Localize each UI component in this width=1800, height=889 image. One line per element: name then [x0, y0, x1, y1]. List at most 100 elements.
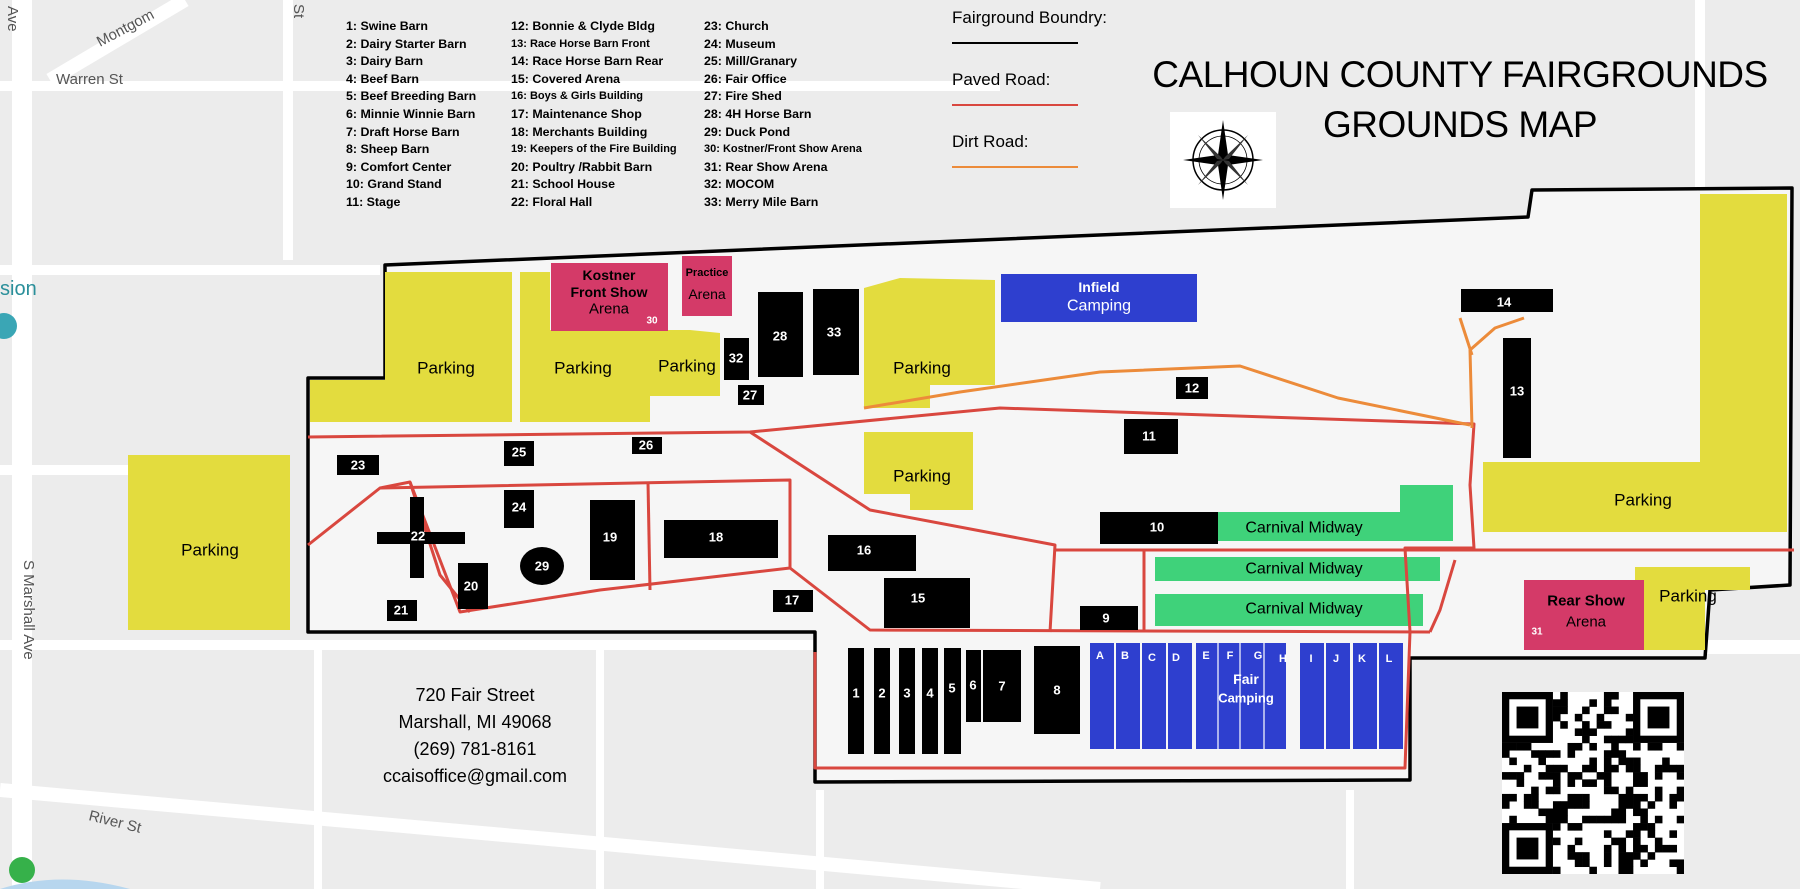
building-number: 15	[911, 591, 925, 606]
parking-label: Parking	[1659, 587, 1717, 606]
parking-lot	[128, 455, 290, 630]
building-2	[874, 648, 890, 754]
building-number: 9	[1102, 611, 1109, 626]
street-names: Montgom Warren St S Marshall Ave River S…	[0, 4, 307, 837]
legend-item: 7: Draft Horse Barn	[346, 124, 460, 139]
qr-module	[1560, 721, 1568, 729]
qr-module	[1633, 742, 1641, 751]
camping-letter: J	[1333, 653, 1339, 665]
parking-lot	[864, 278, 995, 408]
camping-letter: H	[1279, 653, 1287, 665]
qr-module	[1676, 866, 1685, 875]
kostner-front-show-arena	[551, 263, 668, 331]
legend-item: 5: Beef Breeding Barn	[346, 89, 477, 104]
qr-code[interactable]	[1502, 692, 1685, 875]
qr-module	[1625, 786, 1634, 795]
address-email[interactable]: ccaisoffice@gmail.com	[383, 766, 567, 786]
legend-item: 2: Dairy Starter Barn	[346, 36, 467, 51]
qr-module	[1662, 764, 1670, 773]
qr-module	[1538, 808, 1546, 817]
rear-show-label-1: Rear Show	[1547, 593, 1625, 610]
midway-label: Carnival Midway	[1245, 520, 1362, 537]
qr-module	[1582, 764, 1590, 773]
infield-label-2: Camping	[1067, 298, 1131, 315]
building-number: 18	[709, 530, 723, 545]
camping-letter: G	[1254, 650, 1263, 662]
qr-module	[1560, 808, 1568, 817]
building-32	[724, 338, 749, 380]
legend-item: 28: 4H Horse Barn	[704, 106, 812, 121]
building-number: 6	[969, 678, 976, 693]
qr-module	[1640, 793, 1648, 802]
qr-module	[1669, 859, 1678, 868]
parking-lot	[1483, 194, 1787, 532]
legend-item: 4: Beef Barn	[346, 71, 419, 86]
qr-module	[1603, 757, 1612, 766]
qr-module	[1647, 801, 1656, 809]
qr-module	[1545, 786, 1554, 795]
legend-item: 17: Maintenance Shop	[511, 106, 642, 121]
camping-letters: A B C D E F G H I J K L	[1096, 650, 1393, 665]
parking-lot	[310, 272, 512, 422]
qr-module	[1545, 815, 1554, 824]
midway-label: Carnival Midway	[1245, 601, 1362, 618]
rear-show-number: 31	[1531, 627, 1543, 638]
camping-letter: K	[1358, 653, 1366, 665]
qr-module	[1603, 859, 1612, 868]
building-16	[828, 535, 916, 571]
qr-module	[1603, 699, 1612, 707]
qr-module	[1516, 742, 1525, 751]
building-number: 23	[351, 458, 365, 473]
building-number: 19	[603, 530, 617, 545]
legend-item: 23: Church	[704, 19, 769, 33]
kostner-label-3: Arena	[589, 301, 630, 318]
kostner-label-2: Front Show	[571, 284, 648, 300]
qr-module	[1531, 786, 1539, 795]
qr-module	[1582, 815, 1590, 824]
midway-zone	[1218, 485, 1453, 541]
parking-zones	[128, 194, 1787, 650]
qr-module	[1676, 764, 1685, 773]
building-number: 16	[857, 543, 871, 558]
qr-module	[1640, 859, 1648, 868]
midway-zone	[1155, 594, 1423, 626]
address-phone[interactable]: (269) 781-8161	[413, 739, 537, 759]
title-line-2: GROUNDS MAP	[1322, 104, 1598, 145]
qr-module	[1509, 772, 1517, 780]
infield-camping	[1001, 274, 1197, 322]
qr-module	[1502, 793, 1510, 802]
qr-module	[1603, 844, 1612, 853]
building-29-duck-pond	[520, 547, 564, 585]
compass-drawing	[1183, 120, 1263, 200]
kostner-label-1: Kostner	[583, 267, 636, 283]
legend-item: 31: Rear Show Arena	[704, 159, 828, 174]
building-3	[899, 648, 915, 754]
qr-module	[1669, 793, 1678, 802]
qr-module	[1560, 699, 1568, 707]
building-number: 22	[411, 529, 425, 544]
practice-label-2: Arena	[688, 286, 726, 302]
qr-module	[1509, 793, 1517, 802]
building-24	[504, 490, 534, 528]
parking-lot	[1635, 567, 1750, 650]
qr-module	[1633, 793, 1641, 802]
building-7	[983, 650, 1021, 722]
parking-lot	[864, 432, 973, 510]
qr-module	[1538, 750, 1546, 758]
qr-module	[1552, 815, 1561, 824]
parking-label: Parking	[181, 541, 239, 560]
qr-module	[1603, 786, 1612, 795]
building-number: 24	[512, 500, 527, 515]
qr-module	[1611, 808, 1619, 817]
location-pin-icon	[9, 857, 35, 883]
qr-module	[1545, 772, 1554, 780]
legend-item: 32: MOCOM	[704, 177, 775, 192]
address-city: Marshall, MI 49068	[398, 712, 552, 732]
qr-module	[1582, 801, 1590, 809]
legend-item: 30: Kostner/Front Show Arena	[704, 143, 862, 156]
building-14	[1461, 289, 1553, 312]
paved-key-line	[952, 104, 1078, 106]
qr-module	[1676, 786, 1685, 795]
